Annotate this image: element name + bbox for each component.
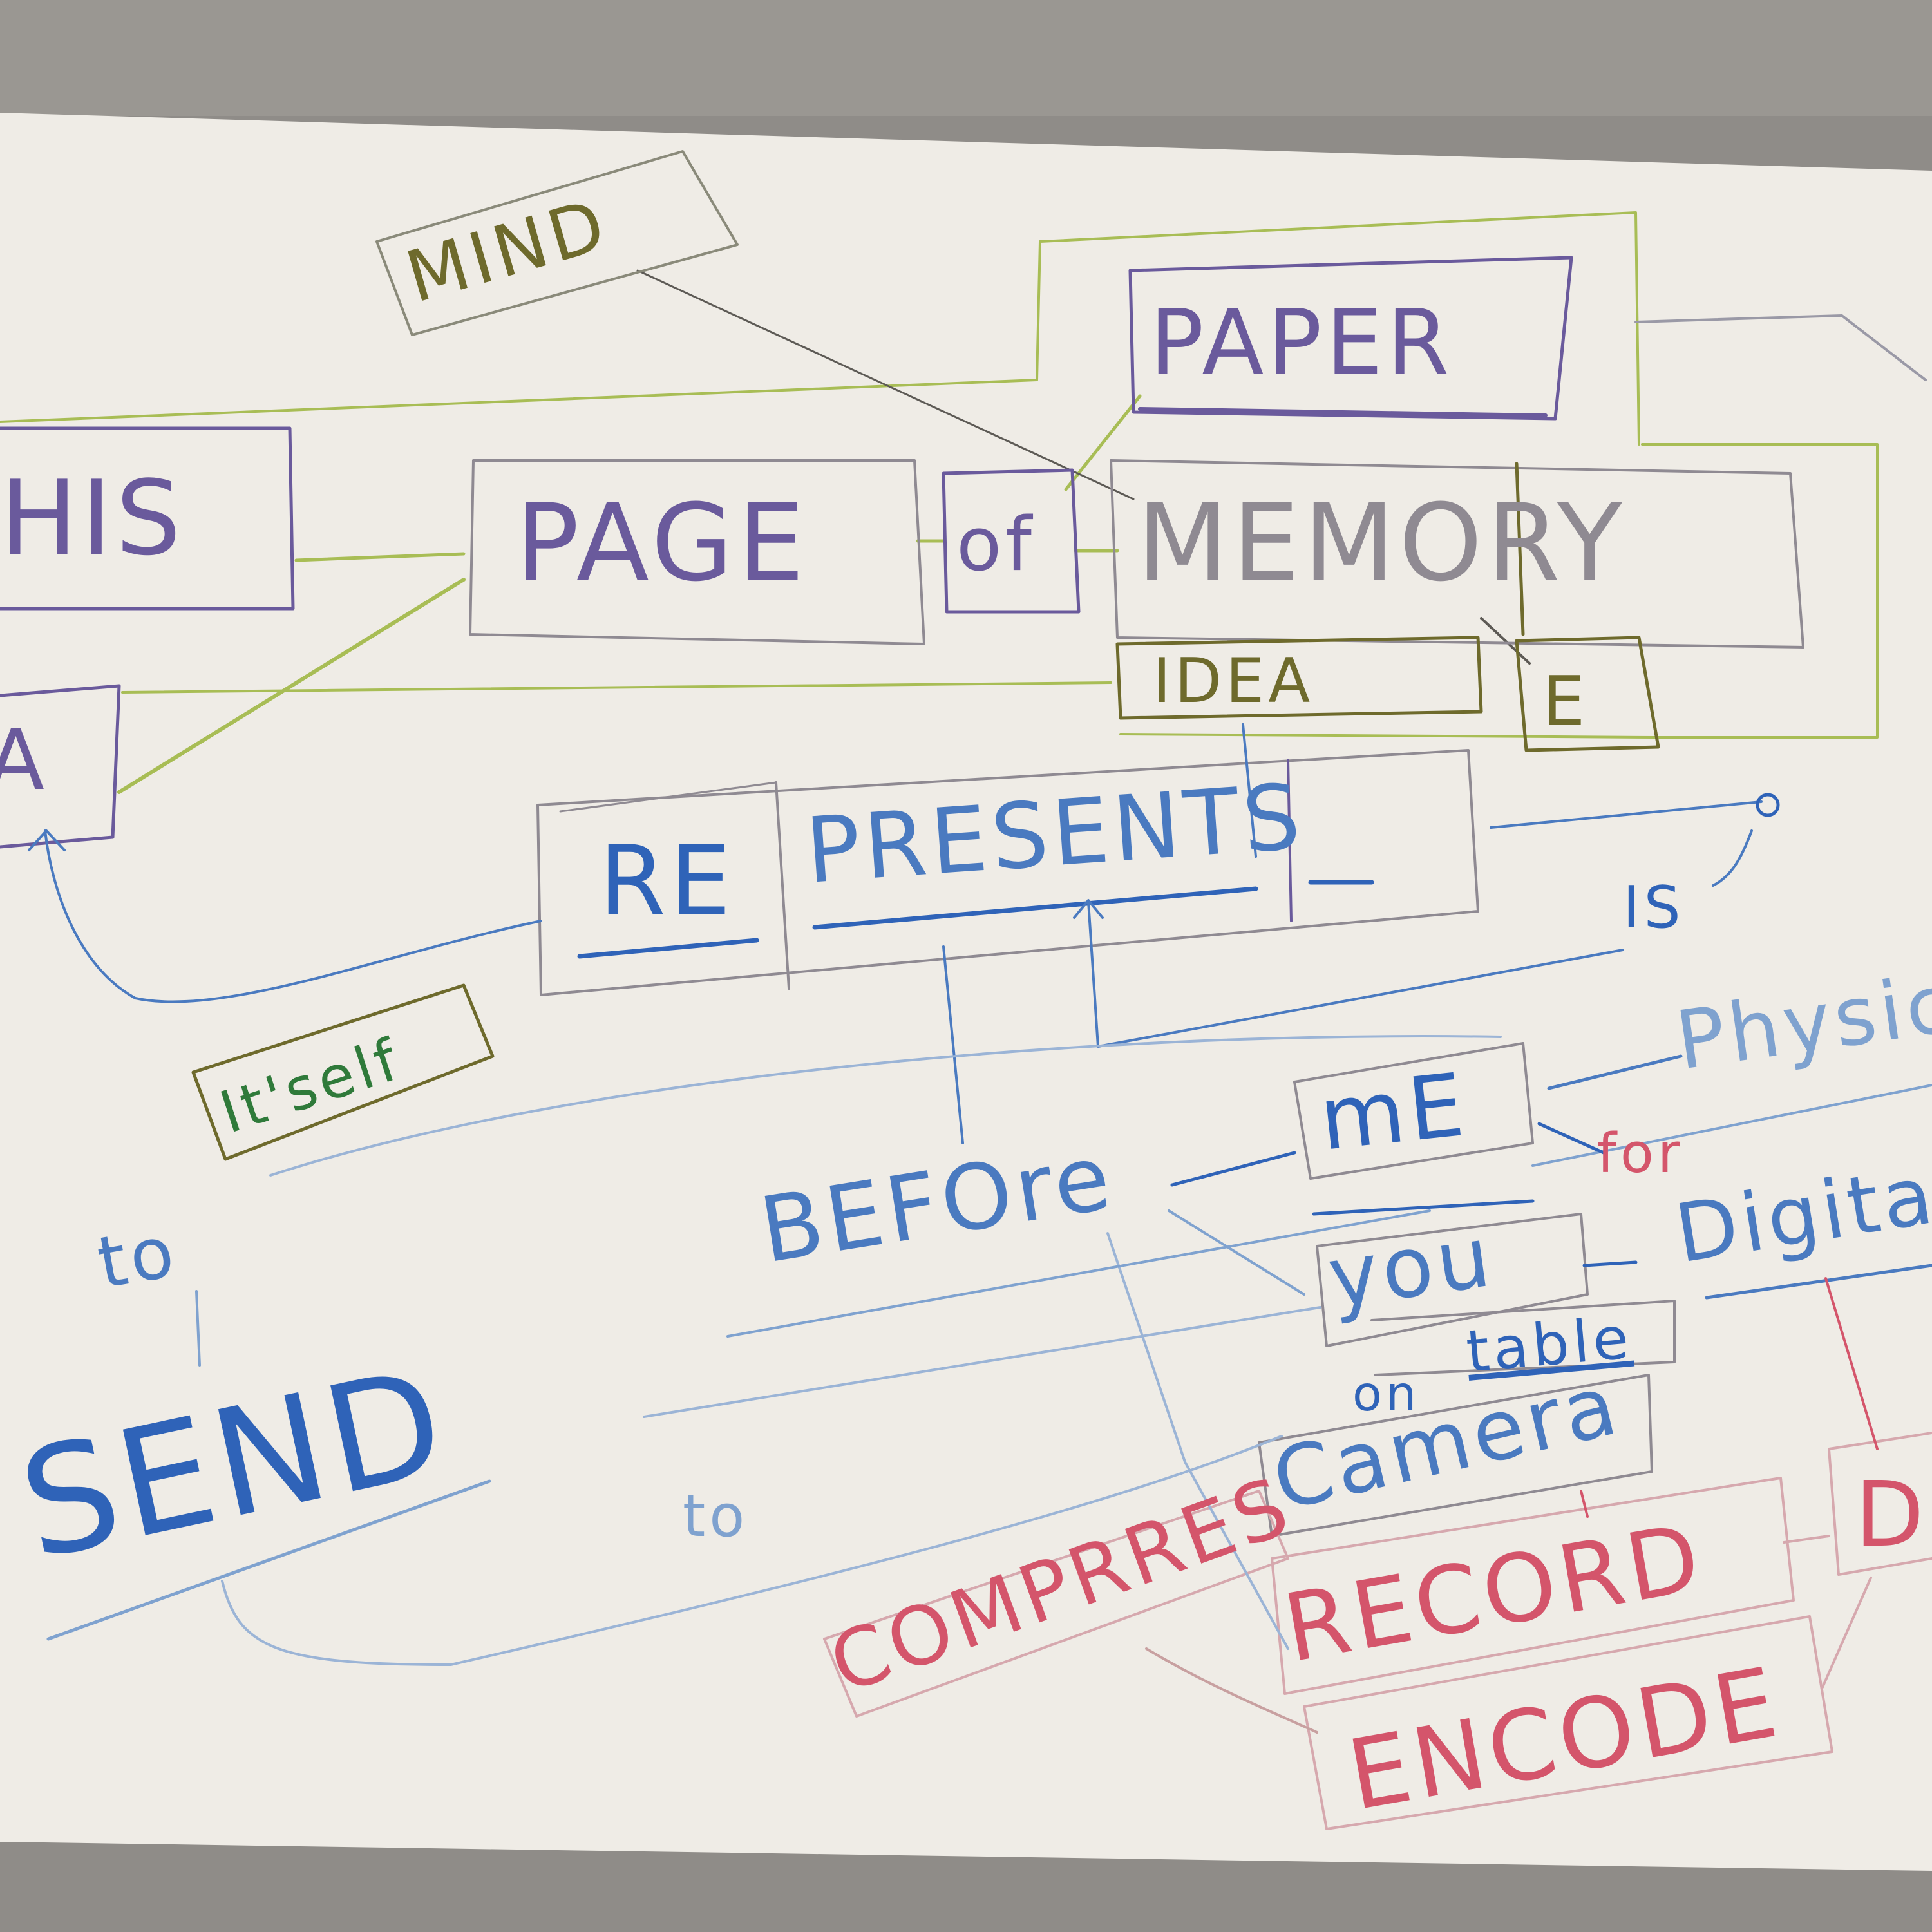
green-outer-loop — [0, 211, 1640, 446]
to-camera-line — [643, 1306, 1321, 1418]
camera-box — [1258, 1374, 1653, 1537]
paper-box — [1128, 256, 1573, 421]
table-box — [1370, 1300, 1676, 1376]
e-box — [1515, 636, 1660, 752]
compress-to-encode-line — [1145, 1647, 1318, 1734]
represents-underline — [812, 886, 1258, 930]
encode-box — [1303, 1615, 1833, 1830]
word-d: D — [1855, 1463, 1928, 1567]
green-this-to-page — [294, 552, 466, 562]
word-page: PAGE — [515, 481, 808, 605]
table-grain — [0, 0, 1932, 116]
paper-underline — [1138, 407, 1548, 417]
me-to-for-line — [1537, 1122, 1605, 1155]
paper-right-line — [1634, 314, 1927, 381]
e-memory-tick — [1480, 617, 1531, 665]
word-you: you — [1322, 1207, 1500, 1327]
mind-box — [375, 150, 739, 336]
before-underline — [726, 1209, 1431, 1338]
of-box — [942, 468, 1081, 614]
word-to-top: to — [91, 1209, 184, 1304]
d-to-encode-line — [1821, 1577, 1872, 1689]
word-e: E — [1542, 662, 1589, 741]
green-a-to-page — [117, 578, 466, 794]
long-blue-arc — [269, 1035, 1502, 1177]
page-box — [469, 459, 925, 645]
d-box — [1828, 1432, 1932, 1576]
word-table: table — [1464, 1304, 1635, 1386]
you-box — [1316, 1213, 1589, 1347]
re-underline — [577, 938, 759, 959]
is-knot — [1756, 793, 1780, 817]
digital-underline — [1705, 1264, 1932, 1300]
paper-sheet — [0, 113, 1932, 1871]
before-down-line — [1106, 1232, 1289, 1650]
word-re: RE — [599, 826, 735, 938]
record-to-d-line — [1783, 1535, 1830, 1544]
idea-box — [1115, 636, 1483, 720]
this-box — [0, 426, 295, 611]
memory-box — [1110, 459, 1804, 649]
me-to-physical-line — [1547, 1054, 1683, 1090]
word-for: for — [1597, 1122, 1684, 1186]
is-hook — [1712, 829, 1753, 887]
me-box — [1293, 1042, 1534, 1180]
represents-box — [536, 749, 1479, 996]
word-on: on — [1352, 1365, 1420, 1422]
itself-box — [191, 983, 495, 1161]
send-loop — [221, 1435, 1283, 1666]
record-box — [1271, 1477, 1795, 1695]
memory-divider — [1515, 462, 1525, 636]
to-send-line — [195, 1290, 201, 1367]
camera-to-record-line — [1580, 1490, 1589, 1518]
word-of: of — [956, 502, 1036, 588]
send-underline — [46, 1479, 491, 1641]
word-this: HIS — [0, 458, 185, 578]
before-to-you-line — [1168, 1209, 1305, 1296]
word-is: IS — [1623, 874, 1685, 942]
word-idea: IDEA — [1153, 646, 1314, 717]
green-idea-e-band — [1119, 443, 1879, 739]
represents-top-lip — [559, 781, 777, 813]
word-a: A — [0, 711, 48, 809]
represents-to-a-arrow — [28, 829, 542, 1003]
me-underline — [1312, 1199, 1535, 1216]
word-me: mE — [1315, 1054, 1472, 1170]
you-to-digital-line — [1582, 1260, 1638, 1267]
before-to-me-line — [1170, 1151, 1296, 1187]
represents-to-before-line — [942, 945, 964, 1144]
word-memory: MEMORY — [1137, 481, 1626, 605]
represents-divider-2 — [1287, 759, 1293, 922]
s-to-is-line — [1490, 800, 1763, 829]
represents-divider-1 — [775, 781, 790, 990]
compress-box — [823, 1490, 1289, 1718]
word-to-mid: to — [683, 1482, 748, 1550]
word-paper: PAPER — [1150, 290, 1453, 395]
mind-to-memory-line — [636, 269, 1135, 500]
digital-to-d-line — [1824, 1277, 1879, 1450]
idea-to-represents-line — [1242, 723, 1257, 858]
